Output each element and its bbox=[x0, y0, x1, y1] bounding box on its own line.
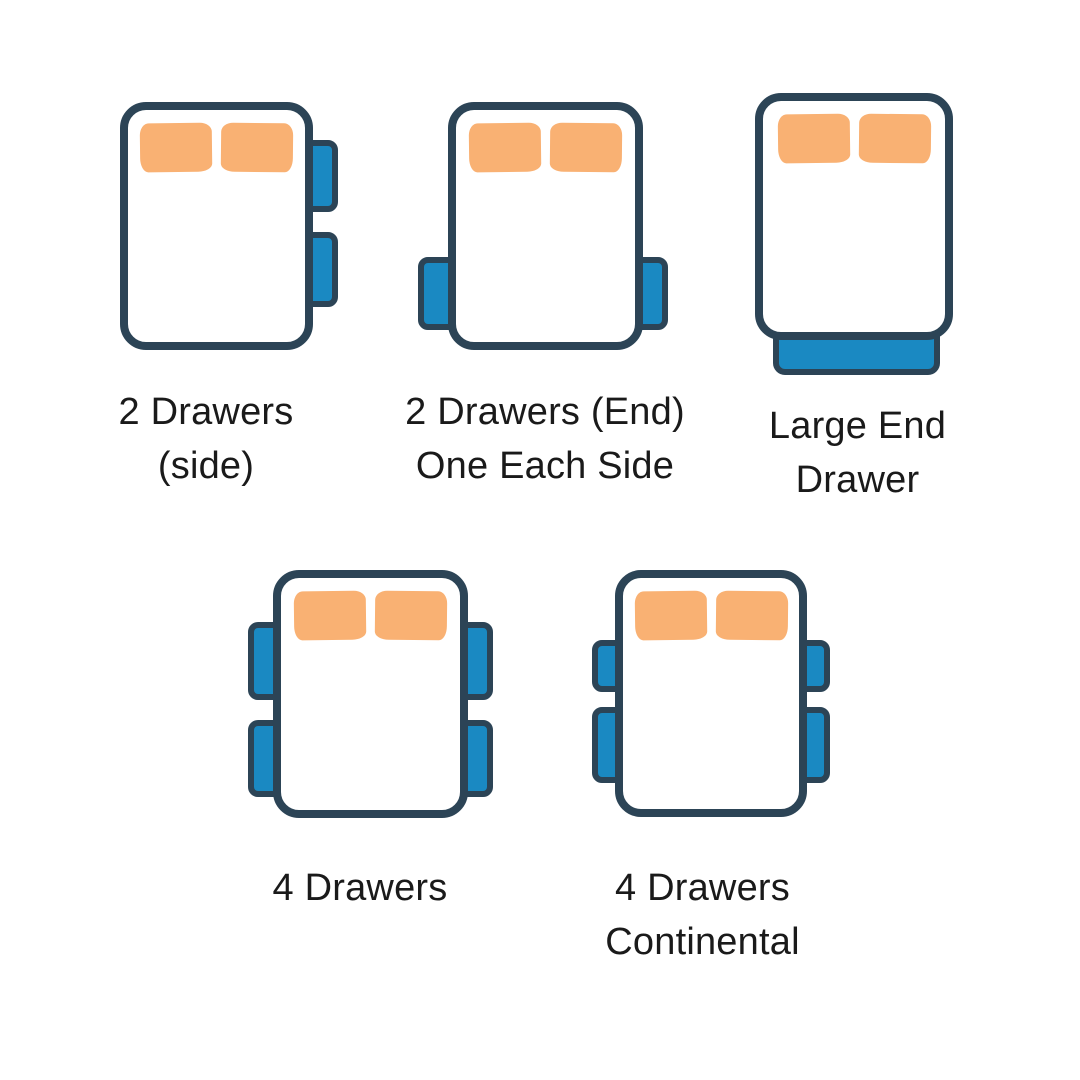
bed-icon bbox=[615, 570, 807, 817]
figure-label: 4 Drawers Continental bbox=[605, 867, 800, 963]
pillow-icon bbox=[468, 122, 542, 173]
pillow-icon bbox=[715, 590, 788, 641]
bed-icon bbox=[448, 102, 643, 350]
pillows-row bbox=[763, 101, 945, 164]
pillows-row bbox=[281, 578, 460, 641]
pillow-icon bbox=[139, 122, 213, 173]
pillow-icon bbox=[858, 113, 931, 164]
pillows-row bbox=[623, 578, 799, 641]
pillow-icon bbox=[549, 122, 623, 173]
figure-label: 2 Drawers (side) bbox=[118, 391, 294, 487]
figure-label: 2 Drawers (End) One Each Side bbox=[405, 391, 685, 487]
bed-icon bbox=[755, 93, 953, 340]
bed-icon bbox=[273, 570, 468, 818]
pillows-row bbox=[128, 110, 305, 173]
pillow-icon bbox=[634, 590, 707, 641]
pillow-icon bbox=[777, 113, 850, 164]
pillow-icon bbox=[293, 590, 367, 641]
figure-label: 4 Drawers bbox=[272, 867, 448, 909]
figure-label: Large End Drawer bbox=[768, 405, 947, 501]
bed-icon bbox=[120, 102, 313, 350]
pillows-row bbox=[456, 110, 635, 173]
pillow-icon bbox=[220, 122, 294, 173]
pillow-icon bbox=[374, 590, 448, 641]
